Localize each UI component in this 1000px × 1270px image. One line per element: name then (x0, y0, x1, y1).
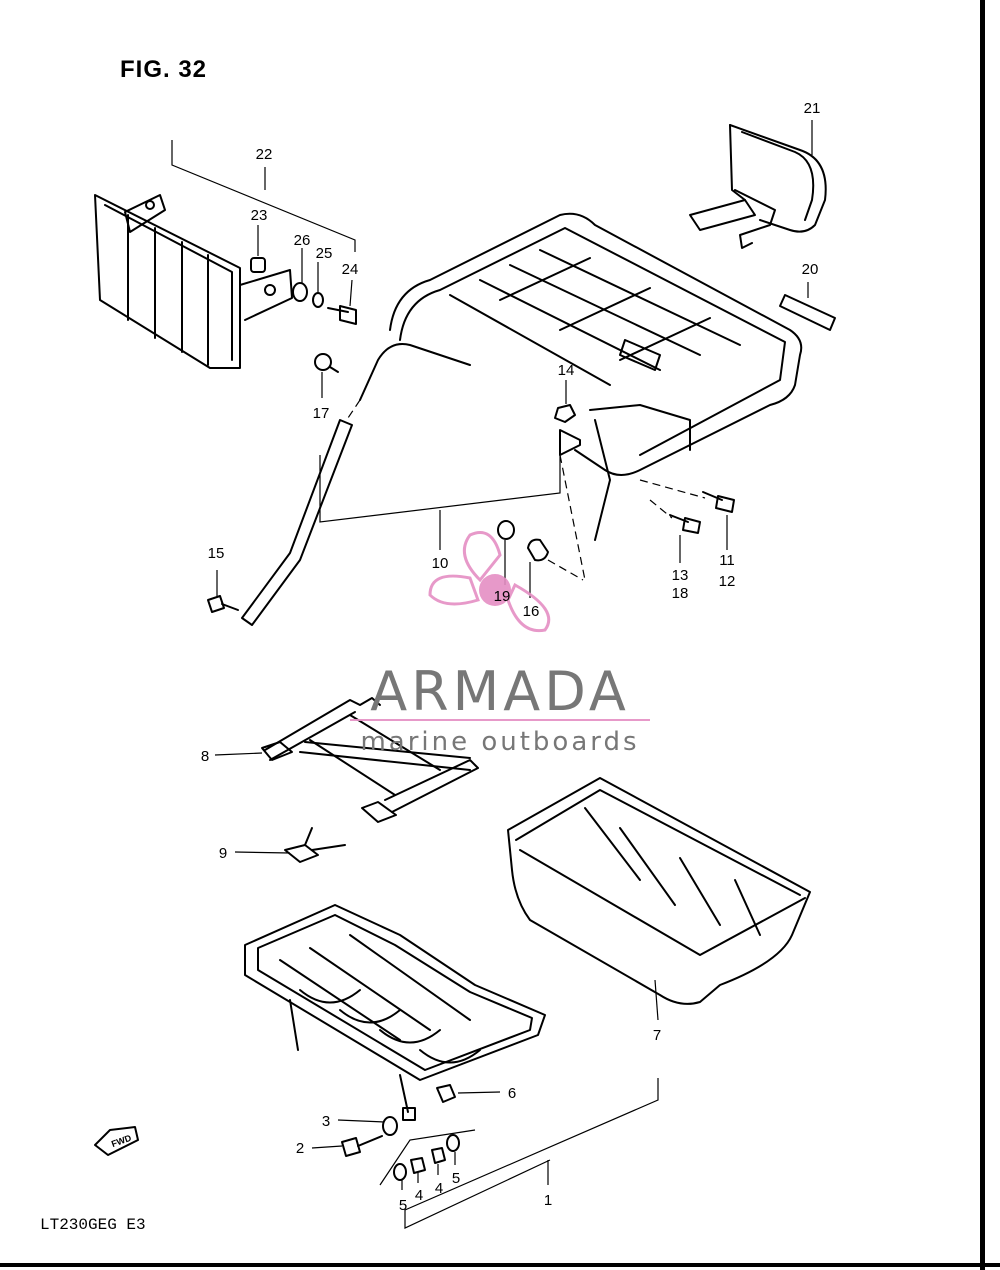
callout-1: 1 (544, 1192, 552, 1209)
callout-4a: 4 (415, 1187, 423, 1204)
watermark-logo-icon (350, 531, 650, 721)
callout-22: 22 (256, 146, 273, 163)
fwd-label: FWD (110, 1133, 133, 1150)
carrier-hardware (341, 1084, 460, 1181)
callout-26: 26 (294, 232, 311, 249)
callout-19: 19 (494, 588, 511, 605)
callout-3: 3 (322, 1113, 330, 1130)
callout-8: 8 (201, 748, 209, 765)
watermark-tagline: marine outboards (360, 727, 639, 757)
page-border-bottom (0, 1263, 1000, 1267)
clip-part-17 (314, 353, 339, 373)
front-carrier-part-1 (244, 904, 546, 1121)
fwd-arrow-icon (94, 1126, 139, 1156)
callout-4b: 4 (435, 1180, 443, 1197)
page-border-right (980, 0, 985, 1270)
callout-9: 9 (219, 845, 227, 862)
callout-7: 7 (653, 1027, 661, 1044)
cushion-part-16 (527, 538, 549, 562)
watermark-brand: ARMADA (370, 660, 630, 723)
callout-16: 16 (523, 603, 540, 620)
callout-10: 10 (432, 555, 449, 572)
figure-title: FIG. 32 (120, 56, 208, 83)
callout-18: 18 (672, 585, 689, 602)
guard-hardware (250, 257, 357, 325)
storage-tray-part-7 (507, 777, 811, 1005)
rear-guard-part-21 (689, 124, 827, 249)
callout-21: 21 (804, 100, 821, 117)
callout-23: 23 (251, 207, 268, 224)
callout-20: 20 (802, 261, 819, 278)
callout-25: 25 (316, 245, 333, 262)
callout-15: 15 (208, 545, 225, 562)
callout-14: 14 (558, 362, 575, 379)
callout-5a: 5 (399, 1197, 407, 1214)
callout-17: 17 (313, 405, 330, 422)
nut-part-14 (554, 404, 576, 423)
callout-5b: 5 (452, 1170, 460, 1187)
bolt-part-13 (669, 514, 701, 534)
carrier-stay (241, 419, 353, 626)
bolt-part-15 (207, 595, 239, 613)
emblem-part-20 (779, 294, 836, 331)
callout-2: 2 (296, 1140, 304, 1157)
callout-11: 11 (719, 552, 735, 569)
collar-part-19 (497, 520, 515, 540)
callout-6: 6 (508, 1085, 516, 1102)
callout-13: 13 (672, 567, 689, 584)
bracket-frame-part-8 (261, 697, 479, 823)
callout-24: 24 (342, 261, 359, 278)
front-guard-part-22 (94, 194, 293, 369)
rear-carrier-part-10 (359, 212, 803, 541)
bolt-part-11 (702, 491, 735, 513)
model-code: LT230GEG E3 (40, 1216, 146, 1234)
clamp-part-9 (284, 827, 346, 863)
callout-12: 12 (719, 573, 736, 590)
